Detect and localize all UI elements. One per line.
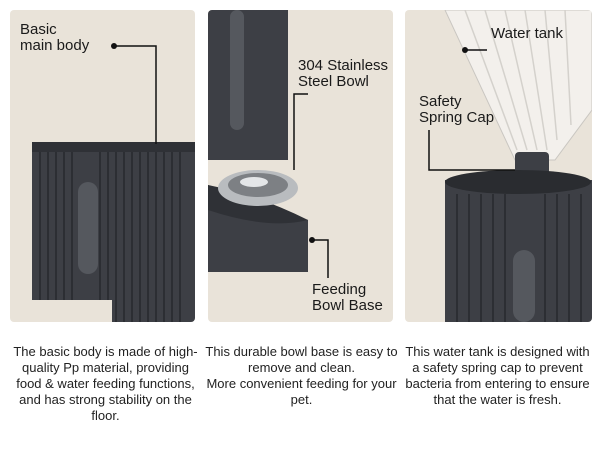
water-tank-label: Water tank: [491, 25, 563, 42]
main-body-label: Basic main body: [20, 21, 90, 54]
safety-spring-cap-label: Safety Spring Cap: [419, 93, 495, 126]
bowl-caption: This durable bowl base is easy to remove…: [205, 344, 398, 407]
panel-water-tank: Water tank Safety Spring Cap: [405, 10, 592, 322]
main-body-caption: The basic body is made of high-quality P…: [13, 344, 198, 423]
water-tank-caption: This water tank is designed with a safet…: [405, 344, 590, 407]
water-tank-illustration: [428, 10, 592, 322]
panel-bowl: 304 Stainless Steel Bowl Feeding Bowl Ba…: [208, 10, 393, 322]
main-body-illustration: [32, 43, 195, 322]
panel-main-body: Basic main body: [10, 10, 195, 322]
bowl-illustration: [208, 10, 329, 278]
steel-bowl-label: 304 Stainless Steel Bowl: [298, 57, 389, 90]
bowl-base-label: Feeding Bowl Base: [312, 281, 383, 314]
